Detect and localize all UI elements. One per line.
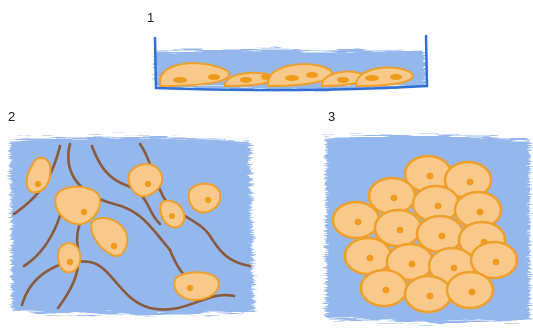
nucleus (169, 213, 175, 219)
nucleus (173, 77, 187, 83)
nucleus (469, 289, 476, 296)
cell (174, 272, 218, 300)
nucleus (337, 77, 349, 83)
panel-1: 1 (147, 10, 427, 90)
nucleus (208, 74, 220, 80)
panel-1-label: 1 (147, 10, 154, 25)
nucleus (481, 239, 488, 246)
nucleus (306, 72, 318, 78)
nucleus (391, 195, 398, 202)
nucleus (467, 179, 474, 186)
nucleus (261, 74, 271, 80)
nucleus (427, 173, 434, 180)
nucleus (205, 197, 211, 203)
cell (189, 184, 220, 213)
nucleus (67, 259, 73, 265)
nucleus (367, 255, 374, 262)
panel-2-label: 2 (8, 109, 15, 124)
nucleus (285, 75, 299, 81)
nucleus (409, 261, 416, 268)
nucleus (81, 209, 87, 215)
nucleus (145, 181, 151, 187)
cell (58, 243, 80, 272)
nucleus (35, 181, 41, 187)
nucleus (477, 209, 484, 216)
nucleus (187, 285, 193, 291)
nucleus (439, 233, 446, 240)
culture-dish (155, 36, 427, 90)
nucleus (427, 293, 434, 300)
nucleus (435, 203, 442, 210)
panel-3-label: 3 (328, 109, 335, 124)
nucleus (383, 287, 390, 294)
nucleus (365, 75, 379, 81)
panel-2: 2 (8, 109, 254, 315)
nucleus (397, 227, 404, 234)
nucleus (111, 243, 117, 249)
nucleus (451, 265, 458, 272)
nucleus (355, 219, 362, 226)
nucleus (390, 74, 402, 80)
panel-3: 3 (326, 109, 530, 323)
nucleus (493, 259, 500, 266)
nucleus (240, 77, 252, 83)
